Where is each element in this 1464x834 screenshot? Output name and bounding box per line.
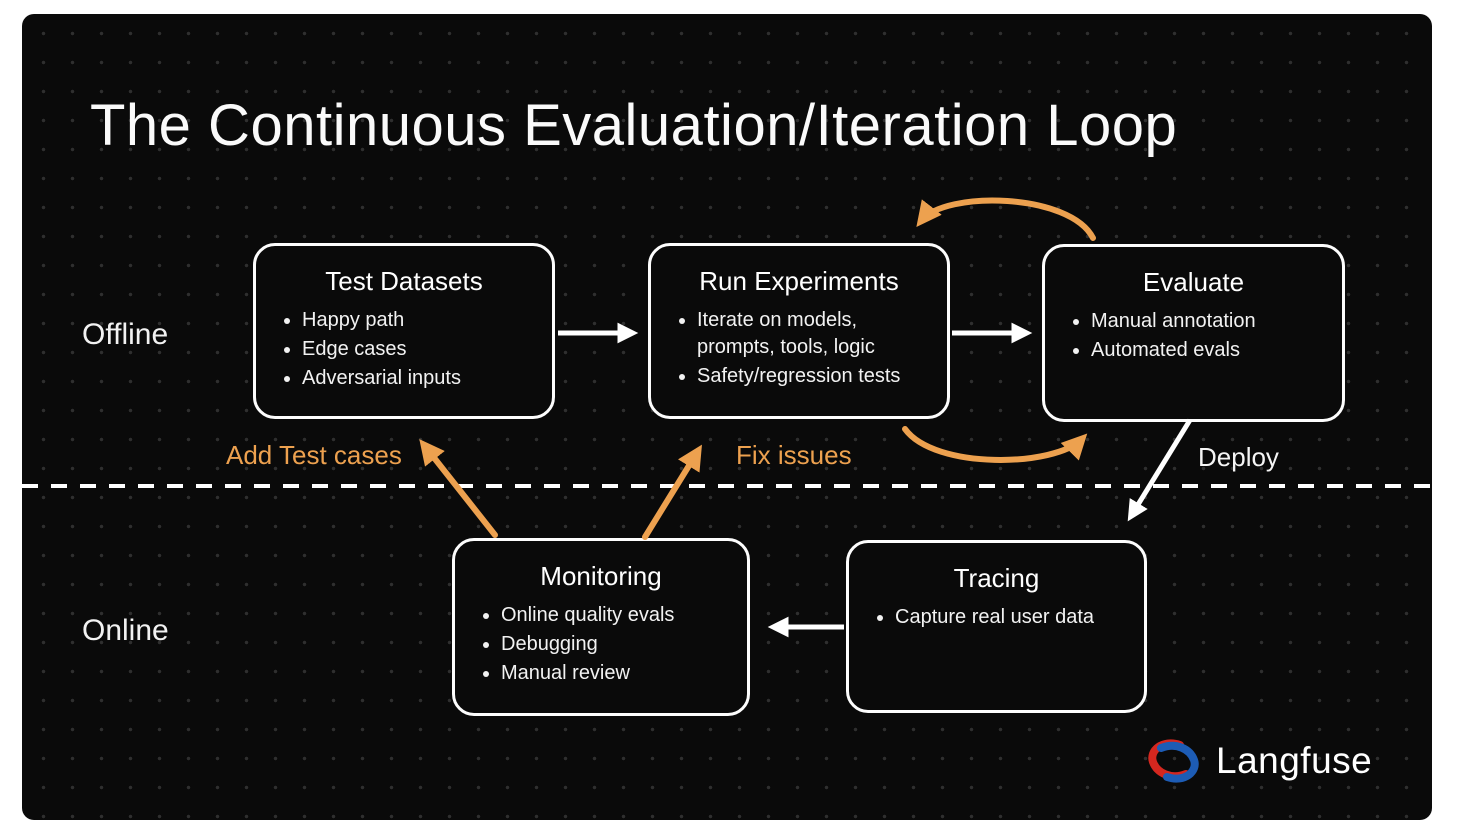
bullet-list: Iterate on models, prompts, tools, logic… xyxy=(677,307,929,389)
node-evaluate: Evaluate Manual annotation Automated eva… xyxy=(1042,244,1345,422)
list-item: Manual review xyxy=(501,660,729,687)
node-title: Monitoring xyxy=(540,561,662,591)
edge-label-deploy: Deploy xyxy=(1198,442,1279,472)
list-item: Manual annotation xyxy=(1091,308,1324,335)
node-title: Run Experiments xyxy=(699,266,899,296)
list-item: Edge cases xyxy=(302,336,534,363)
list-item: Happy path xyxy=(302,307,534,334)
node-title: Test Datasets xyxy=(325,266,483,296)
langfuse-logo-text: Langfuse xyxy=(1216,740,1373,781)
node-monitoring: Monitoring Online quality evals Debuggin… xyxy=(452,538,750,716)
node-title: Evaluate xyxy=(1142,267,1245,297)
online-section-label: Online xyxy=(82,614,169,647)
bullet-list: Online quality evals Debugging Manual re… xyxy=(481,602,729,686)
edge-label-fix-issues: Fix issues xyxy=(736,440,852,470)
bullet-list: Capture real user data xyxy=(875,604,1126,631)
node-run-experiments: Run Experiments Iterate on models, promp… xyxy=(648,243,950,419)
bullet-list: Happy path Edge cases Adversarial inputs xyxy=(282,307,534,391)
page-title: The Continuous Evaluation/Iteration Loop xyxy=(90,93,1178,158)
list-item: Debugging xyxy=(501,631,729,658)
node-title: Tracing xyxy=(953,563,1040,593)
node-test-datasets: Test Datasets Happy path Edge cases Adve… xyxy=(253,243,555,419)
list-item: Iterate on models, prompts, tools, logic xyxy=(697,307,929,361)
bullet-list: Manual annotation Automated evals xyxy=(1071,308,1324,364)
offline-online-divider xyxy=(22,484,1432,488)
list-item: Online quality evals xyxy=(501,602,729,629)
langfuse-logo: Langfuse xyxy=(1144,736,1372,786)
slide-canvas: The Continuous Evaluation/Iteration Loop… xyxy=(22,14,1432,820)
list-item: Automated evals xyxy=(1091,337,1324,364)
langfuse-knot-icon xyxy=(1148,739,1199,783)
offline-section-label: Offline xyxy=(82,318,169,351)
edge-label-add-test-cases: Add Test cases xyxy=(226,440,402,470)
list-item: Adversarial inputs xyxy=(302,365,534,392)
list-item: Safety/regression tests xyxy=(697,363,929,390)
list-item: Capture real user data xyxy=(895,604,1126,631)
node-tracing: Tracing Capture real user data xyxy=(846,540,1147,713)
